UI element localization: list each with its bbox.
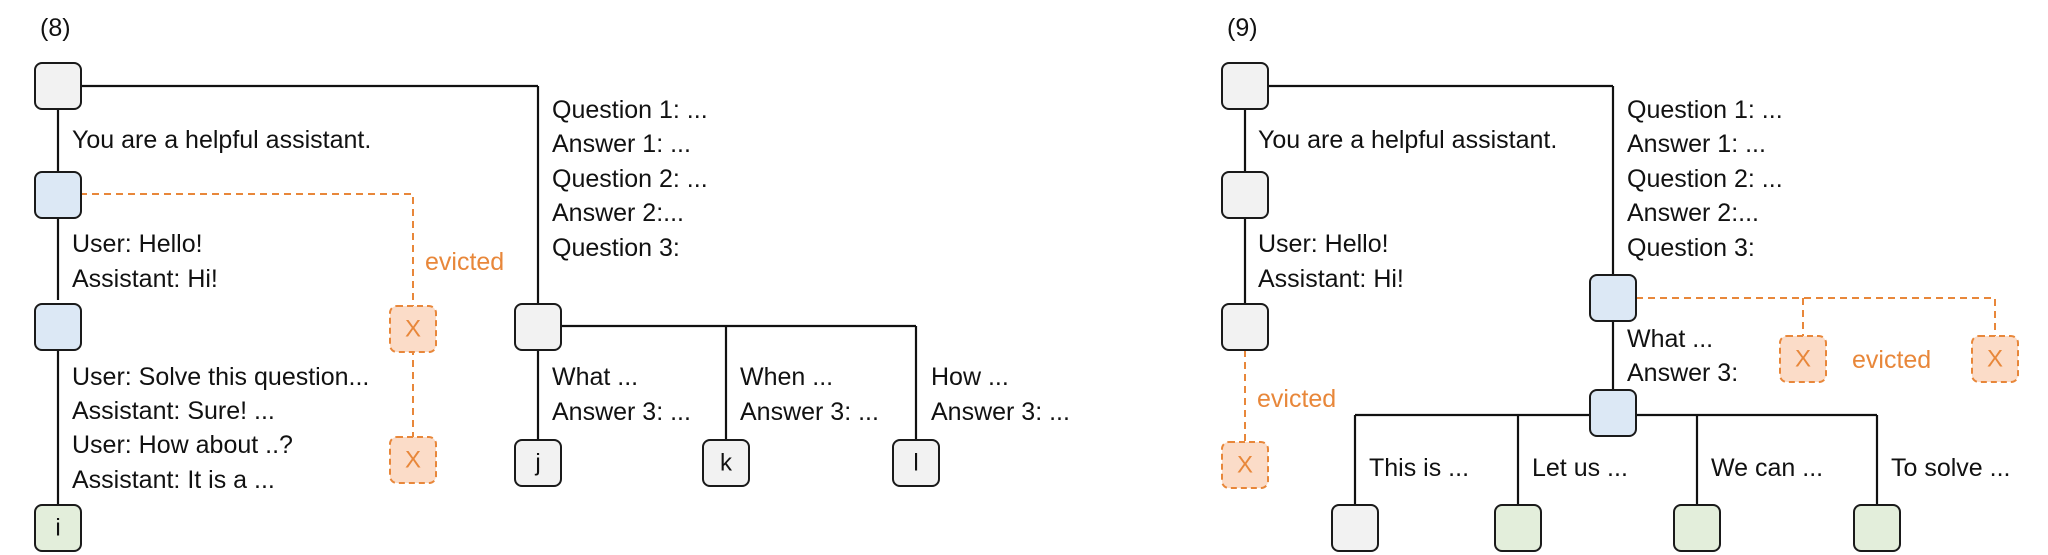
evicted-label: evicted (425, 248, 504, 276)
branch-line: How ... (931, 363, 1009, 391)
evicted-mark: X (1237, 452, 1253, 479)
system-prompt-text: You are a helpful assistant. (72, 126, 371, 154)
leaf-node-l (892, 439, 940, 487)
leaf-label: k (720, 450, 733, 477)
evicted-label: evicted (1852, 346, 1931, 374)
branch-line: Let us ... (1532, 454, 1628, 482)
evicted-node (389, 305, 437, 353)
branch-line: Answer 3: ... (552, 398, 691, 426)
branch-line: To solve ... (1891, 454, 2011, 482)
tree-node (34, 303, 82, 351)
leaf-label: l (913, 450, 918, 477)
few-shot-line: Question 2: ... (552, 165, 708, 193)
tree-node (514, 303, 562, 351)
leaf-label: i (55, 515, 60, 542)
eviction-line (1636, 297, 1996, 336)
chat-line: User: Hello! (72, 230, 203, 258)
leaf-node-k (702, 439, 750, 487)
evicted-node (1221, 441, 1269, 489)
branch-line: When ... (740, 363, 833, 391)
branch-line: We can ... (1711, 454, 1823, 482)
question-line: What ... (1627, 325, 1713, 353)
chat-line: User: Solve this question... (72, 363, 369, 391)
branch-line: What ... (552, 363, 638, 391)
few-shot-line: Question 2: ... (1627, 165, 1783, 193)
evicted-mark: X (1987, 346, 2003, 373)
branch-line: Answer 3: ... (931, 398, 1070, 426)
few-shot-line: Answer 2:... (1627, 199, 1759, 227)
chat-line: Assistant: It is a ... (72, 466, 275, 494)
branch-line: Answer 3: ... (740, 398, 879, 426)
evicted-mark: X (405, 447, 421, 474)
tree-node (1221, 303, 1269, 351)
evicted-node (389, 436, 437, 484)
system-prompt-text: You are a helpful assistant. (1258, 126, 1557, 154)
question-line: Answer 3: (1627, 359, 1738, 387)
evicted-node (1971, 335, 2019, 383)
evicted-node (1779, 335, 1827, 383)
eviction-line (80, 193, 414, 306)
chat-line: Assistant: Hi! (1258, 265, 1404, 293)
root-node (1221, 62, 1269, 110)
few-shot-line: Answer 2:... (552, 199, 684, 227)
leaf-node (1331, 504, 1379, 552)
tree-node (34, 171, 82, 219)
chat-line: Assistant: Hi! (72, 265, 218, 293)
evicted-label: evicted (1257, 385, 1336, 413)
evicted-mark: X (405, 316, 421, 343)
evicted-mark: X (1795, 346, 1811, 373)
leaf-node (1673, 504, 1721, 552)
few-shot-line: Question 1: ... (1627, 96, 1783, 124)
tree-node (1589, 389, 1637, 437)
few-shot-line: Question 3: (552, 234, 680, 262)
root-node (34, 62, 82, 110)
tree-node (1589, 274, 1637, 322)
chat-line: User: Hello! (1258, 230, 1389, 258)
few-shot-line: Answer 1: ... (552, 130, 691, 158)
panel-8-title: (8) (40, 14, 71, 42)
leaf-node (1494, 504, 1542, 552)
leaf-label: j (534, 450, 540, 477)
few-shot-line: Answer 1: ... (1627, 130, 1766, 158)
chat-line: User: How about ..? (72, 431, 293, 459)
leaf-node-j (514, 439, 562, 487)
leaf-node-i (34, 504, 82, 552)
tree-node (1221, 171, 1269, 219)
chat-line: Assistant: Sure! ... (72, 397, 275, 425)
panel-9-title: (9) (1227, 14, 1258, 42)
leaf-node (1853, 504, 1901, 552)
branch-line: This is ... (1369, 454, 1469, 482)
few-shot-line: Question 1: ... (552, 96, 708, 124)
few-shot-line: Question 3: (1627, 234, 1755, 262)
